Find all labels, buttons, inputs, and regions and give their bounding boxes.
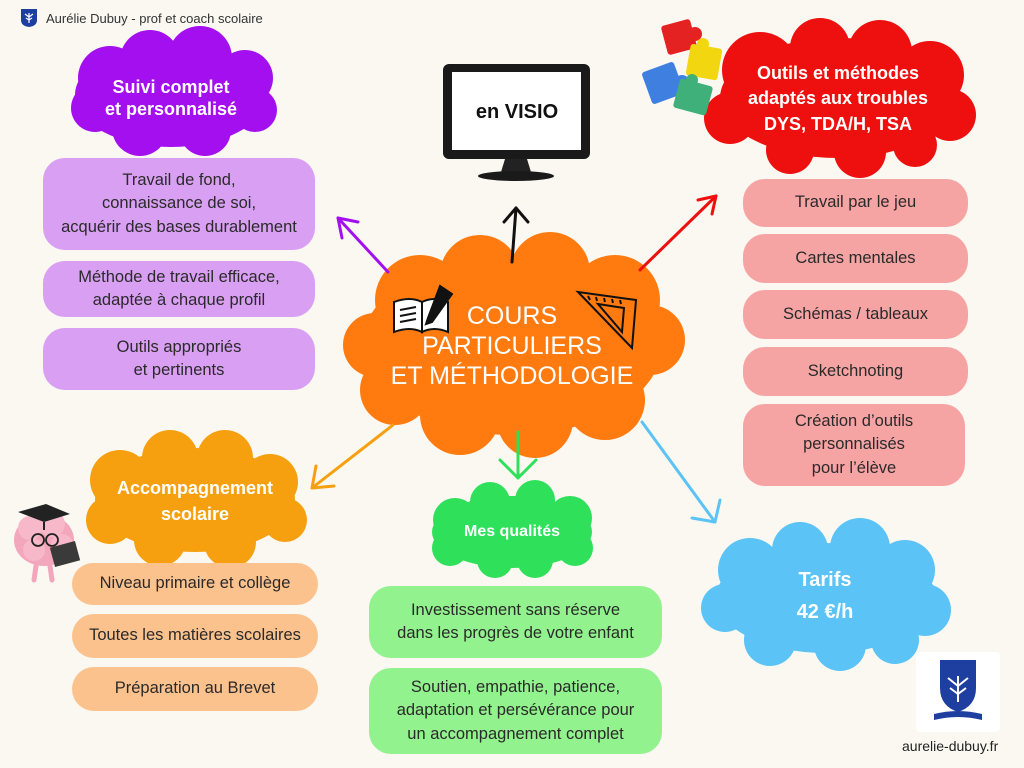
suivi-item-2: Méthode de travail efficace, adaptée à c…: [43, 261, 315, 317]
qualites-item-1: Investissement sans réserve dans les pro…: [369, 586, 662, 658]
monitor-icon: [443, 64, 590, 181]
brand-name: Aurélie Dubuy - prof et coach scolaire: [46, 10, 263, 26]
tarifs-cloud-shape: [701, 518, 951, 671]
arrow-to-outils: [638, 194, 718, 272]
accomp-title: Accompagnement scolaire: [116, 477, 274, 524]
outils-item-5: Création d’outils personnalisés pour l’é…: [743, 404, 965, 486]
outils-item-3: Schémas / tableaux: [743, 290, 968, 339]
accomp-item-2: Toutes les matières scolaires: [72, 614, 318, 658]
qualites-cloud-shape: [432, 480, 593, 578]
qualites-item-2: Soutien, empathie, patience, adaptation …: [369, 668, 662, 754]
arrow-to-suivi: [336, 216, 390, 274]
arrow-to-visio: [502, 206, 530, 264]
arrow-to-qualites: [498, 430, 538, 480]
brand-logo-icon: [21, 9, 37, 27]
header-brand: Aurélie Dubuy - prof et coach scolaire: [20, 8, 263, 28]
outils-cloud-shape: [704, 18, 976, 178]
center-title: COURS PARTICULIERS ET MÉTHODOLOGIE: [390, 302, 634, 390]
outils-item-2: Cartes mentales: [743, 234, 968, 283]
footer-site-link[interactable]: aurelie-dubuy.fr: [902, 738, 999, 754]
suivi-item-3: Outils appropriés et pertinents: [43, 328, 315, 390]
accomp-item-1: Niveau primaire et collège: [72, 563, 318, 605]
brain-mascot-icon: [14, 504, 81, 583]
accomp-cloud-shape: [86, 430, 307, 568]
puzzle-icon: [642, 19, 723, 116]
book-icon: [393, 284, 454, 334]
ruler-icon: [575, 290, 638, 351]
outils-item-4: Sketchnoting: [743, 347, 968, 396]
outils-title: Outils et méthodes adaptés aux troubles …: [747, 63, 929, 134]
tarifs-title: Tarifs: [798, 568, 852, 591]
suivi-title: Suivi complet et personnalisé: [104, 77, 238, 119]
accomp-item-3: Préparation au Brevet: [72, 667, 318, 711]
suivi-cloud-shape: [71, 26, 277, 156]
suivi-item-1: Travail de fond, connaissance de soi, ac…: [43, 158, 315, 250]
outils-item-1: Travail par le jeu: [743, 179, 968, 227]
tarifs-price: 42 €/h: [796, 600, 854, 623]
qualites-title: Mes qualités: [463, 523, 561, 540]
footer-logo-icon: [916, 652, 1000, 732]
arrow-to-tarifs: [640, 420, 722, 524]
visio-label: en VISIO: [475, 100, 559, 123]
arrow-to-accomp: [310, 423, 395, 490]
